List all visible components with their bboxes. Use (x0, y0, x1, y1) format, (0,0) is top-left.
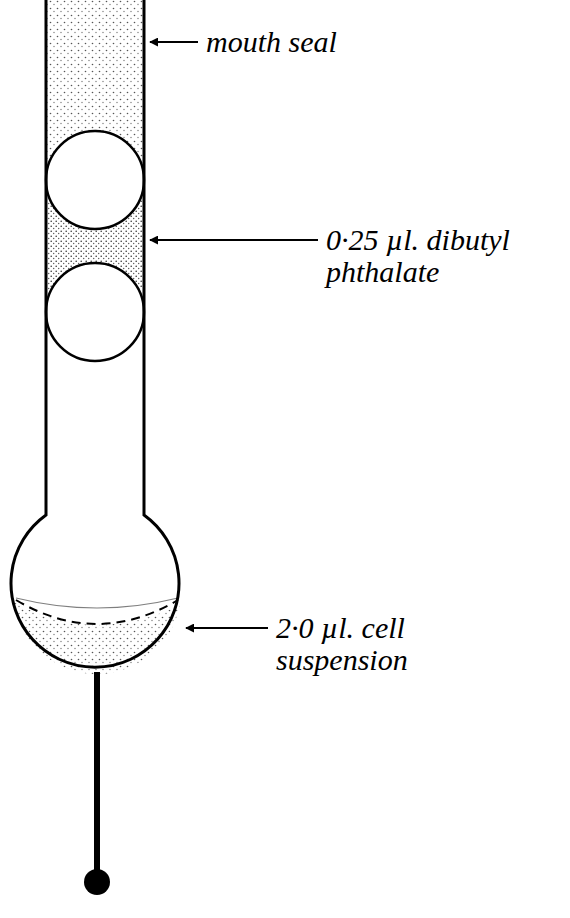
leader-arrow (150, 41, 198, 43)
leader-arrow (150, 239, 318, 241)
upper-meniscus (46, 131, 144, 229)
lower-meniscus (46, 263, 144, 361)
meniscus-rim (16, 598, 178, 608)
glass-stem (94, 672, 100, 872)
part-label: 2·0 µl. cell suspension (276, 612, 526, 676)
part-label: mouth seal (206, 26, 546, 58)
leader-arrow (186, 627, 268, 629)
tube-top (46, 0, 144, 130)
stem-ball (84, 869, 110, 895)
tube-outline (11, 0, 179, 667)
part-label: 0·25 µl. dibutyl phthalate (326, 224, 562, 288)
